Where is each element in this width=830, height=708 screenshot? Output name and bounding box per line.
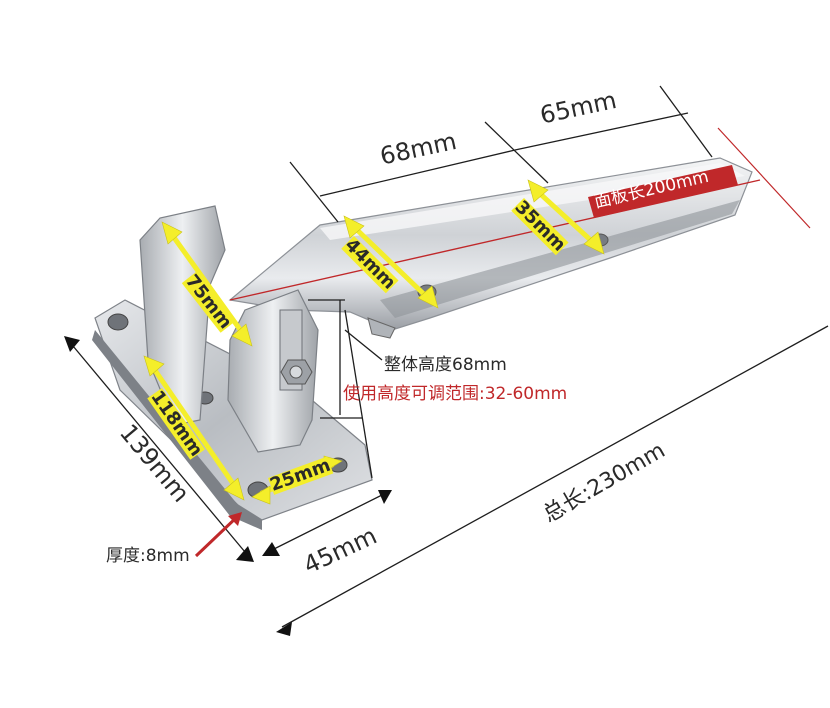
dimension-lines	[67, 85, 829, 628]
hinge-base	[92, 299, 373, 530]
black-arrowheads	[64, 336, 392, 636]
thickness-pointer	[194, 514, 240, 558]
yellow-arrowheads	[143, 179, 605, 505]
thickness-label: 厚度:8mm	[106, 546, 190, 566]
adjustable-range-label: 使用高度可调范围:32-60mm	[343, 384, 568, 404]
panel-label-badge	[588, 165, 738, 218]
overall-height-label: 整体高度68mm	[384, 355, 507, 375]
hinge-arms	[139, 205, 396, 453]
